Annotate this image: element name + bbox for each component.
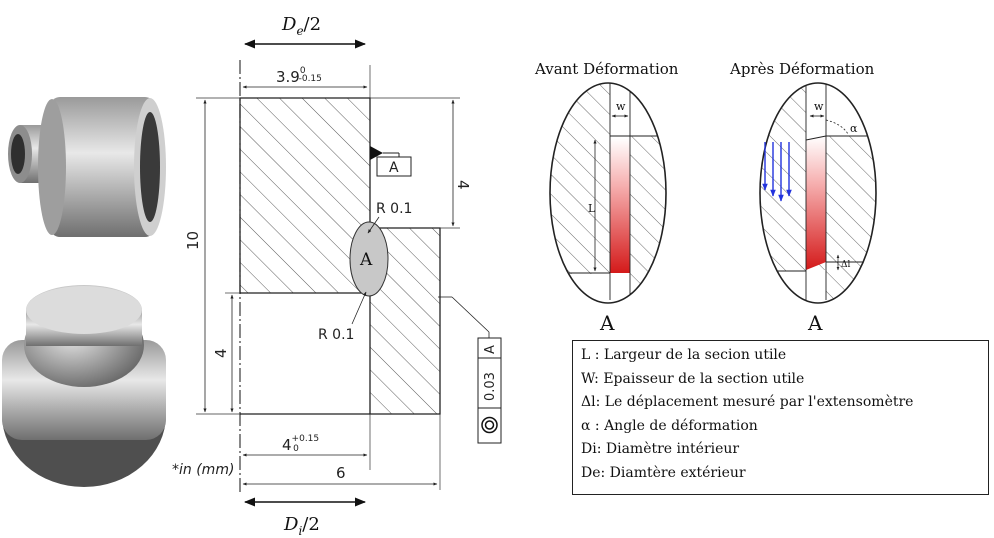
after-caption: A: [807, 311, 823, 335]
svg-text:A: A: [389, 160, 399, 176]
radius-top-label: R 0.1: [376, 201, 412, 217]
dim-four-right-label: 4: [454, 180, 472, 190]
legend-line-di: Di: Diamètre intérieur: [581, 441, 740, 457]
dim-ten-label: 10: [184, 231, 202, 250]
specimen-photo-bottom: [2, 285, 166, 487]
deformation-before: Avant Déformation w L A: [534, 60, 679, 335]
displacement-arrows: [762, 142, 792, 202]
deformation-after: Après Déformation w α Δl: [729, 60, 877, 335]
de-half-label: De/2: [281, 14, 321, 38]
after-ellipse: [759, 82, 877, 304]
before-w-label: w: [616, 100, 626, 113]
zone-a-ellipse: [349, 221, 389, 297]
legend-box: L : Largeur de la secion utile W: Epaiss…: [572, 340, 989, 495]
concentricity-icon: [481, 416, 498, 434]
legend-line-delta-l: Δl: Le déplacement mesuré par l'extensom…: [581, 394, 914, 410]
legend-line-w: W: Epaisseur de la section utile: [581, 370, 805, 387]
delta-l-label: Δl: [841, 260, 850, 270]
datum-box: [376, 156, 412, 177]
after-w-label: w: [814, 100, 824, 113]
section-profile: [239, 97, 441, 415]
datum-triangle: [370, 146, 383, 160]
units-note: *in (mm): [172, 462, 234, 478]
before-caption: A: [599, 311, 615, 335]
before-l-label: L: [588, 202, 596, 215]
svg-text:0.03: 0.03: [483, 372, 498, 401]
dim-four-left-label: 4: [212, 348, 230, 358]
dim-six-label: 6: [336, 464, 346, 482]
radius-bottom-label: R 0.1: [318, 327, 354, 343]
zone-a-label: A: [359, 250, 373, 270]
legend-line-de: De: Diamtère extérieur: [581, 464, 746, 481]
legend-line-l: L : Largeur de la secion utile: [581, 347, 787, 363]
specimen-photo-top: [8, 97, 166, 237]
after-title: Après Déformation: [729, 60, 875, 78]
before-title: Avant Déformation: [534, 60, 679, 78]
legend-line-alpha: α : Angle de déformation: [581, 417, 758, 434]
alpha-label: α: [850, 122, 858, 135]
di-half-label: Di/2: [283, 514, 320, 538]
dim-top-label: 3.90-0.15: [276, 66, 322, 86]
svg-text:A: A: [483, 345, 498, 354]
tolerance-frame: A 0.03: [477, 337, 502, 444]
before-ellipse: [549, 82, 667, 304]
